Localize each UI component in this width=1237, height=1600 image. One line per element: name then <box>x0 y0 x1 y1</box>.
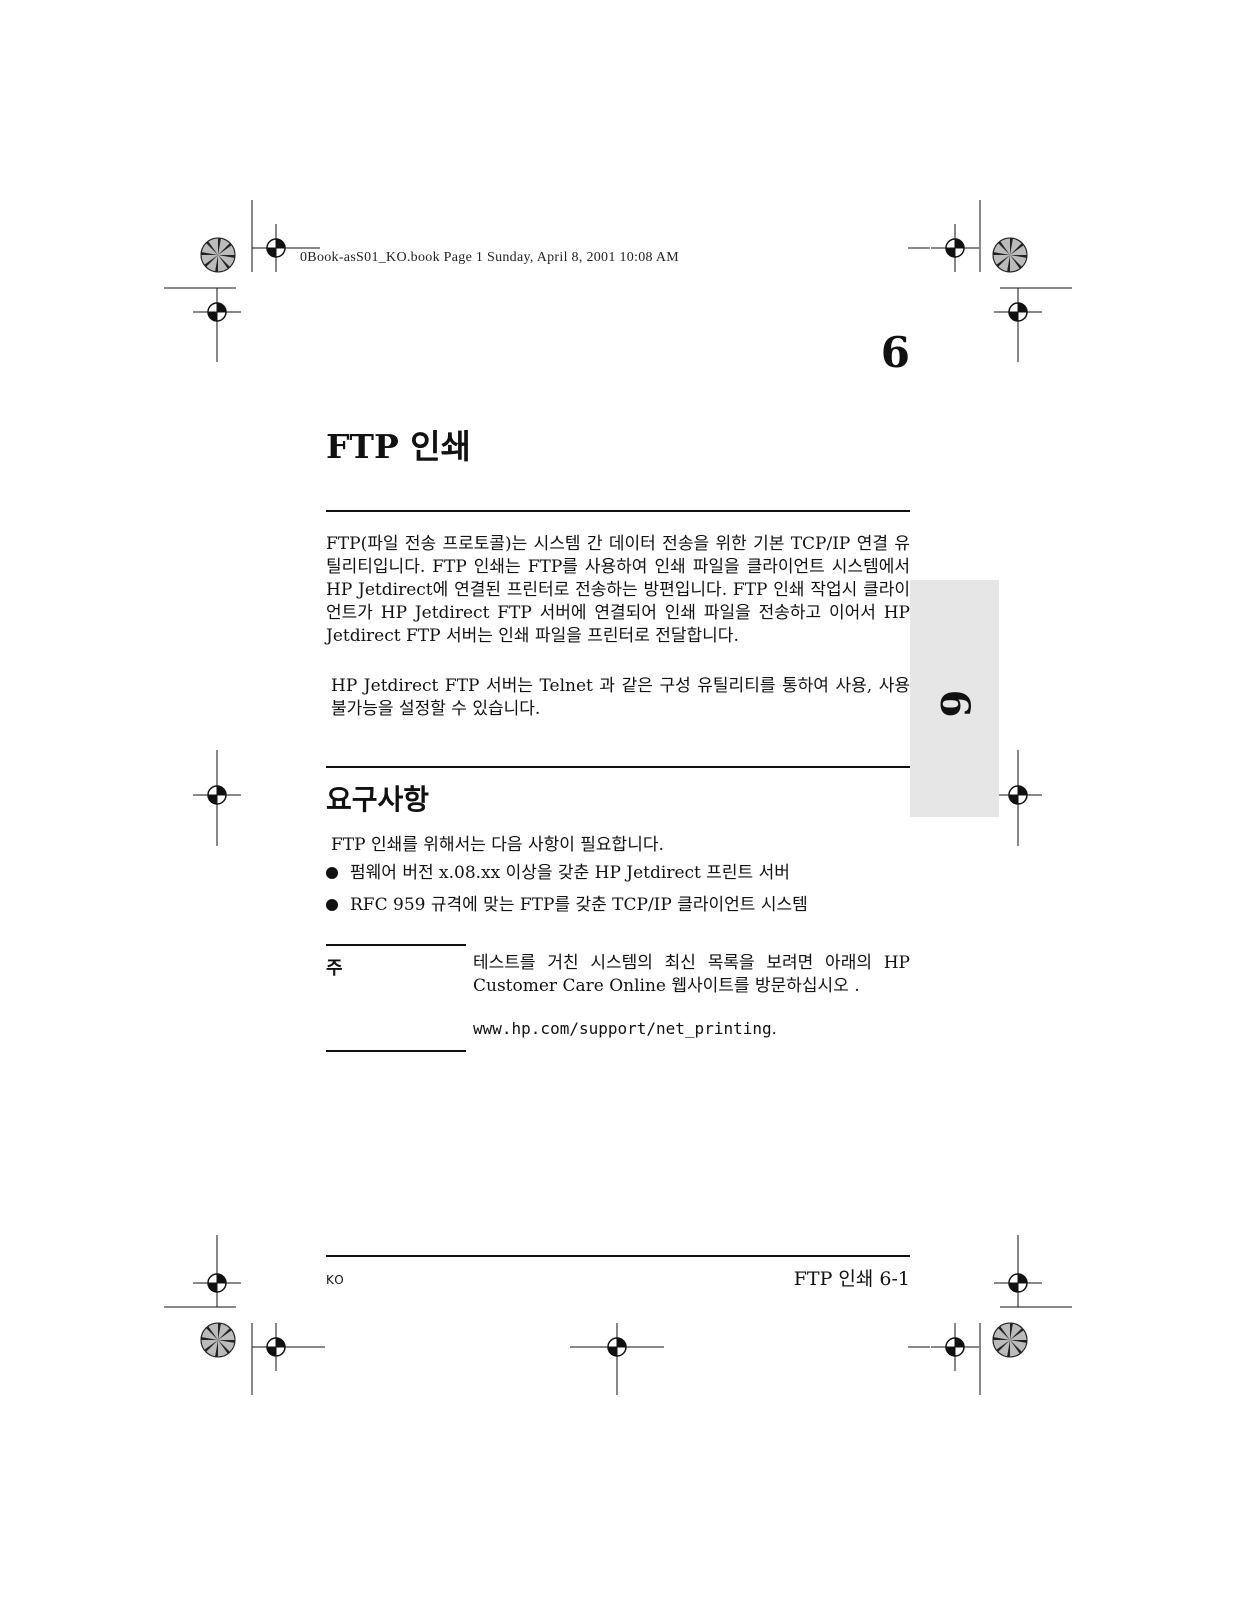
intro-paragraph-1: FTP(파일 전송 프로토콜)는 시스템 간 데이터 전송을 위한 기본 TCP… <box>326 534 910 646</box>
list-item: 펌웨어 버전 x.08.xx 이상을 갖춘 HP Jetdirect 프린트 서… <box>326 862 808 894</box>
footer-language: KO <box>326 1273 345 1287</box>
list-item-text: 펌웨어 버전 x.08.xx 이상을 갖춘 HP Jetdirect 프린트 서… <box>350 863 790 883</box>
note-text: 테스트를 거친 시스템의 최신 목록을 보려면 아래의 HP Customer … <box>473 953 910 996</box>
note-url: www.hp.com/support/net_printing. <box>473 1019 777 1038</box>
chapter-title: FTP 인쇄 <box>326 427 472 466</box>
footer-page-label: FTP 인쇄 6-1 <box>793 1268 910 1290</box>
requirements-list: 펌웨어 버전 x.08.xx 이상을 갖춘 HP Jetdirect 프린트 서… <box>326 862 808 926</box>
note-bottom-rule <box>326 1050 466 1052</box>
chapter-number: 6 <box>880 328 910 377</box>
side-tab-number: 6 <box>931 689 978 718</box>
footer-divider <box>326 1255 910 1257</box>
list-item: RFC 959 규격에 맞는 FTP를 갖춘 TCP/IP 클라이언트 시스템 <box>326 894 808 926</box>
print-header-line: 0Book-asS01_KO.book Page 1 Sunday, April… <box>300 250 680 265</box>
section-divider <box>326 766 910 768</box>
note-label: 주 <box>326 958 343 979</box>
note-top-rule <box>326 944 466 946</box>
bullet-icon <box>326 899 338 911</box>
chapter-side-tab: 6 <box>910 580 999 817</box>
note-url-period: . <box>771 1019 777 1038</box>
title-divider <box>326 510 910 512</box>
list-item-text: RFC 959 규격에 맞는 FTP를 갖춘 TCP/IP 클라이언트 시스템 <box>350 895 808 915</box>
requirements-intro: FTP 인쇄를 위해서는 다음 사항이 필요합니다. <box>331 835 664 855</box>
bullet-icon <box>326 867 338 879</box>
requirements-heading: 요구사항 <box>326 783 430 816</box>
intro-paragraph-2: HP Jetdirect FTP 서버는 Telnet 과 같은 구성 유틸리티… <box>331 676 910 719</box>
support-link[interactable]: www.hp.com/support/net_printing <box>473 1019 772 1038</box>
